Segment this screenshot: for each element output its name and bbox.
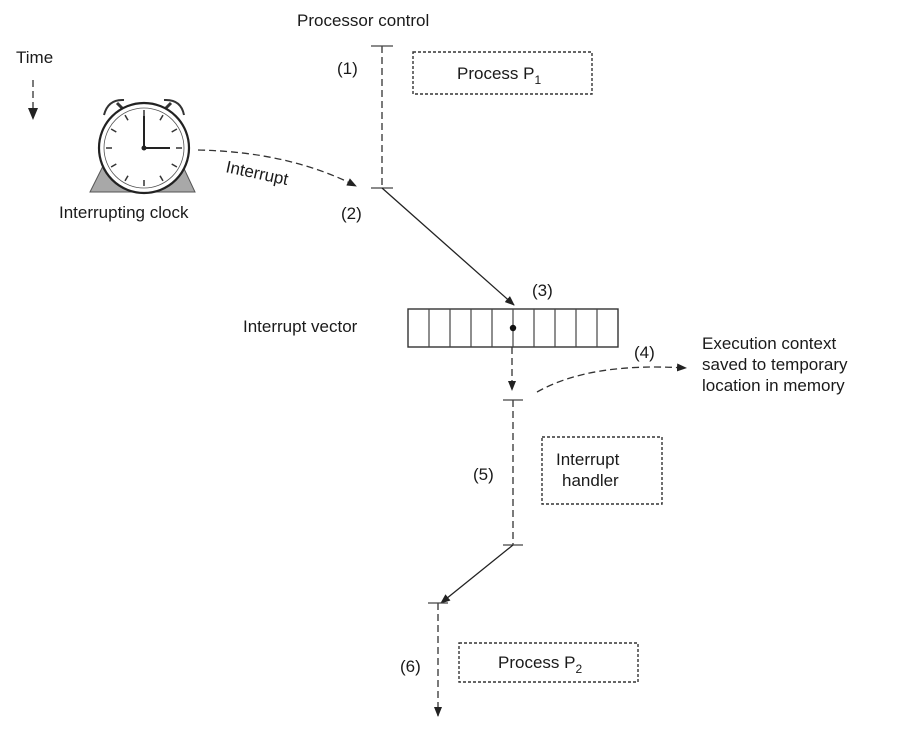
interrupt-label: Interrupt [224,157,290,189]
step-3-label: (3) [532,281,553,300]
step-1-label: (1) [337,59,358,78]
context-save-arrow [536,363,687,393]
interrupt-vector-label: Interrupt vector [243,317,358,336]
alarm-clock-icon [89,98,196,195]
vector-lookup-arrow [381,187,515,306]
step-6-label: (6) [400,657,421,676]
interrupt-vector-table [407,308,619,348]
return-to-process-arrow [440,544,514,604]
time-arrow [28,80,38,120]
process-p2-box [458,642,639,683]
interrupt-handler-label: Interrupt handler [556,450,624,490]
execution-context-label: Execution context saved to temporary loc… [702,334,852,395]
interrupt-signal-arrow [197,149,357,187]
step-5-label: (5) [473,465,494,484]
time-label: Time [16,48,53,67]
interrupt-vector-entry-dot [509,324,517,332]
step-4-label: (4) [634,343,655,362]
processor-control-label: Processor control [297,11,429,30]
process-p1-box [412,51,593,95]
process-p2-label: Process P2 [498,653,582,676]
interrupting-clock-label: Interrupting clock [59,203,189,222]
process-p1-label: Process P1 [457,64,541,87]
step-2-label: (2) [341,204,362,223]
interrupt-handler-box [541,436,663,505]
